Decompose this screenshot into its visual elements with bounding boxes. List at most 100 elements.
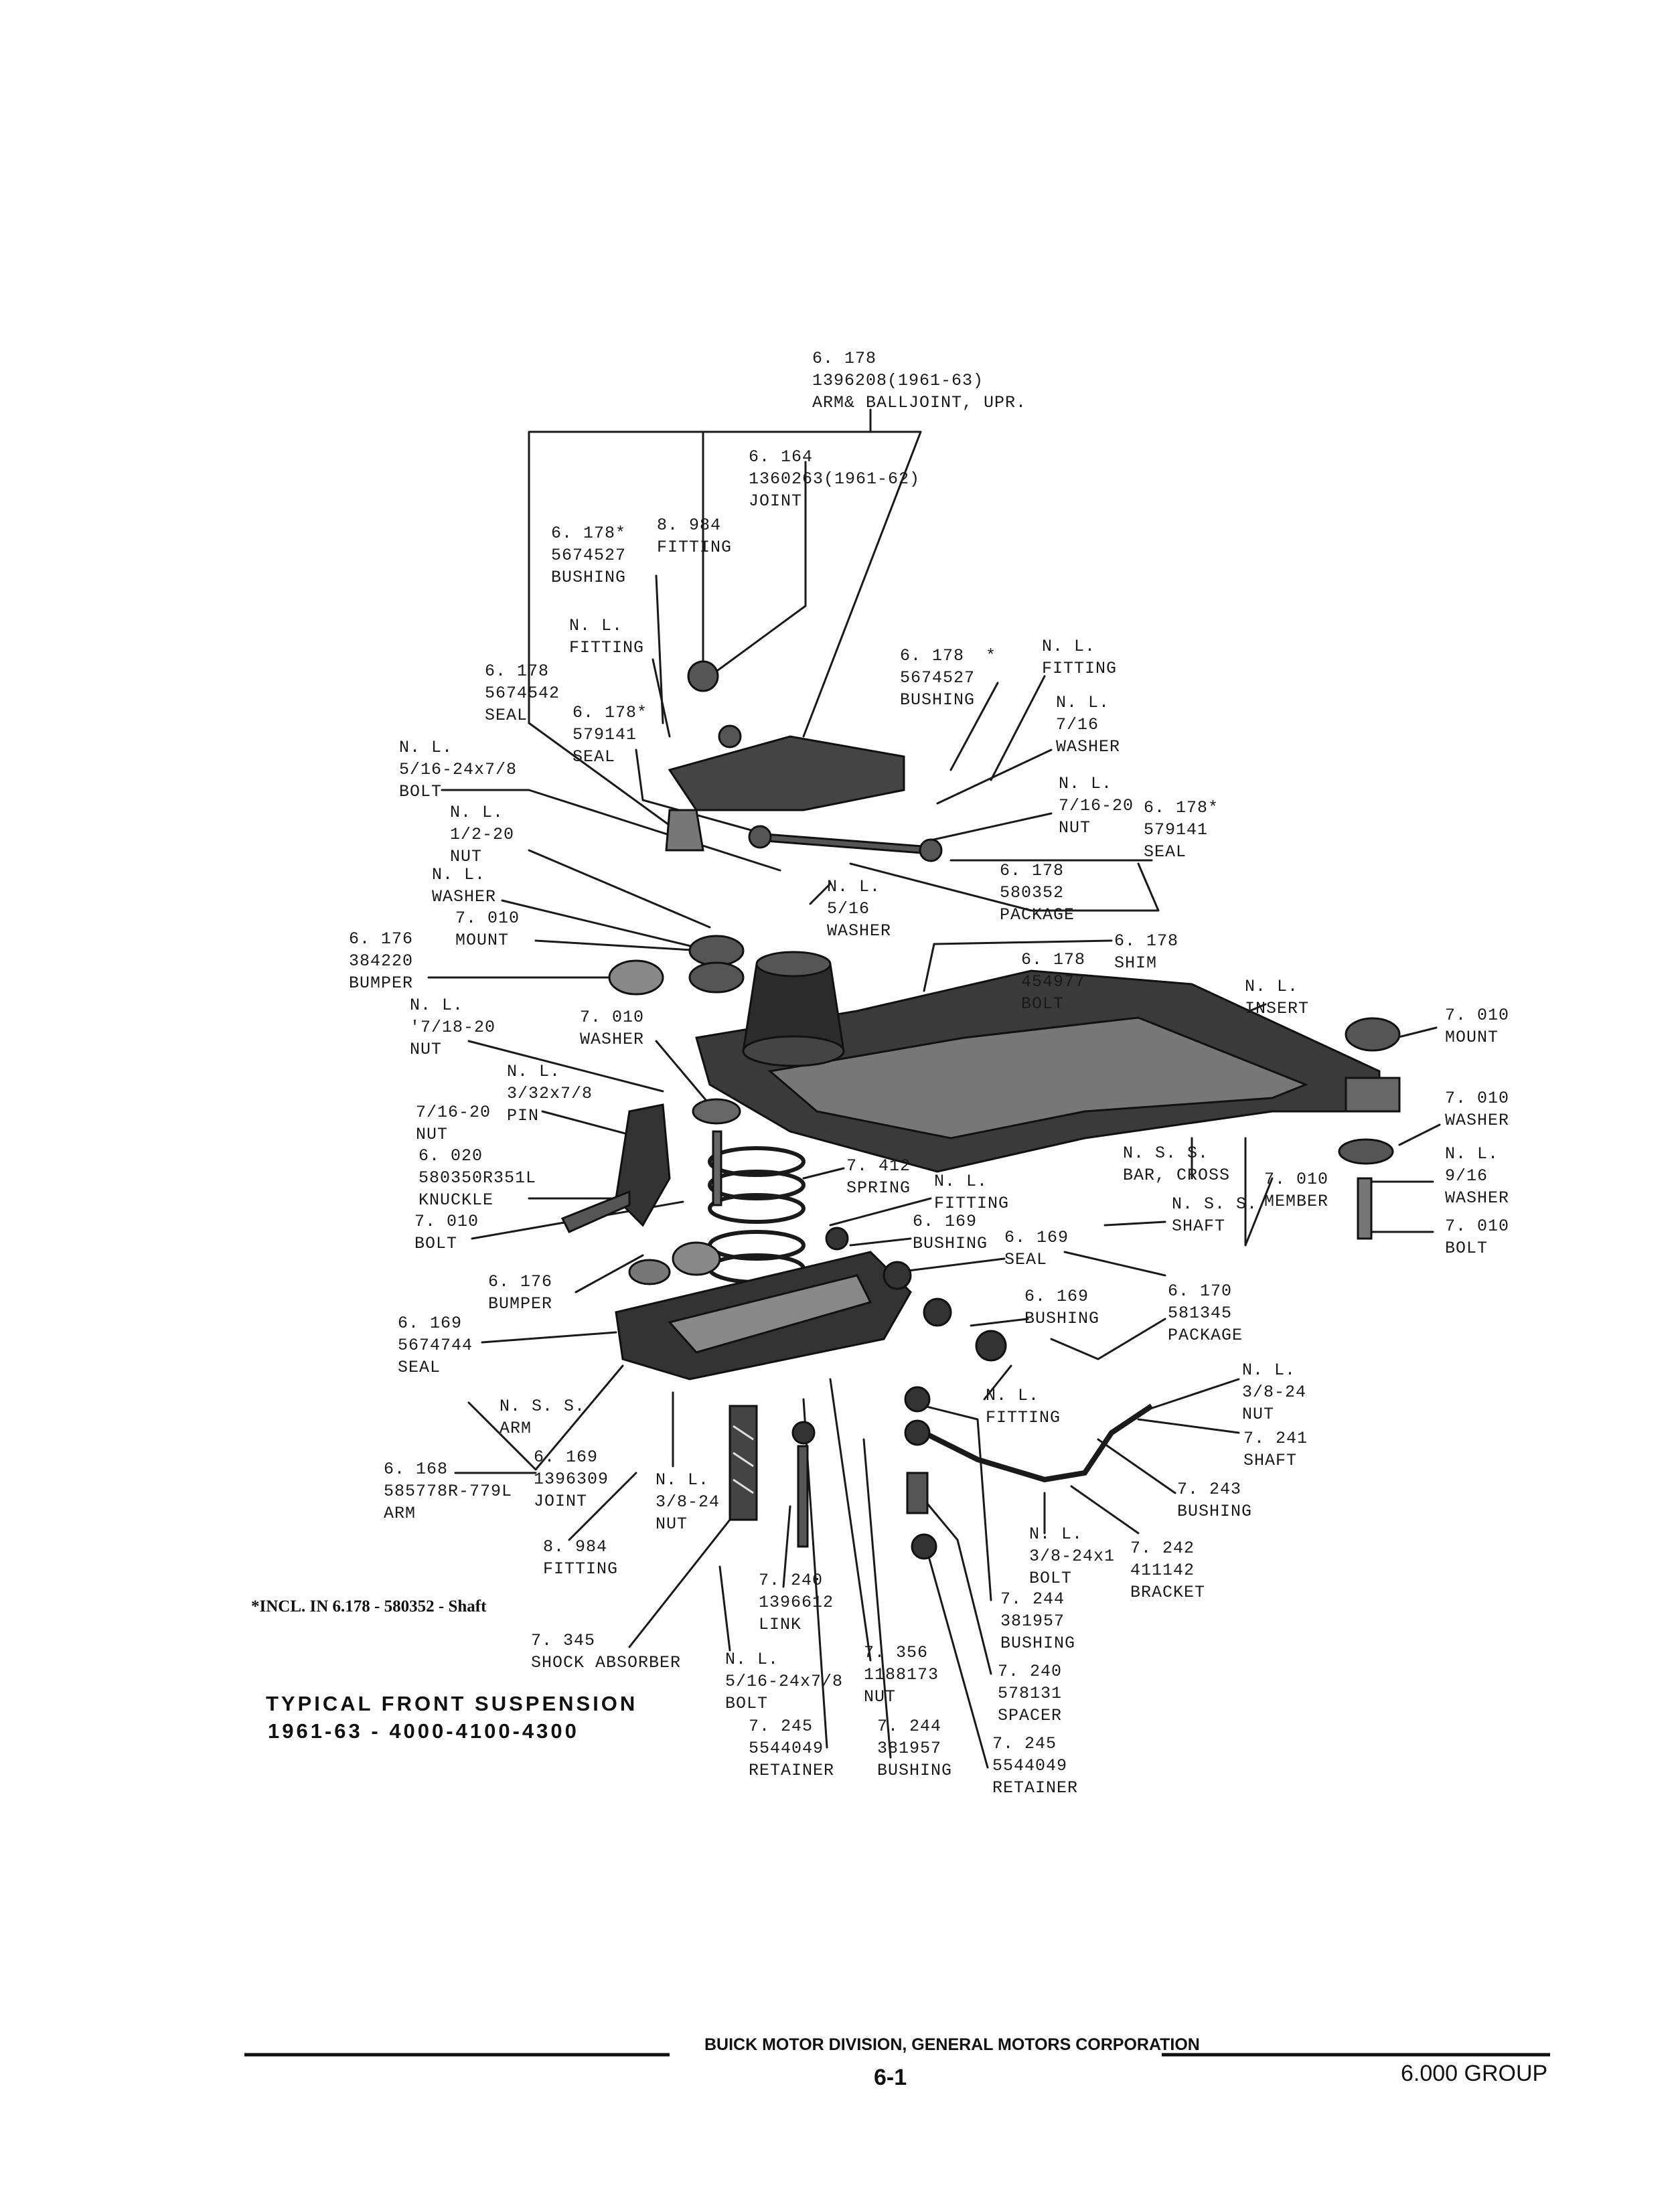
leader-bracket (1070, 1485, 1140, 1535)
leader-nl-fitting (652, 658, 671, 738)
callout-nl-nut-716-left: N. L. '7/18-20 NUT (410, 996, 496, 1059)
leader-washer-716 (936, 749, 1053, 805)
callout-bushing-7243: 7. 243 BUSHING (1177, 1480, 1253, 1521)
callout-upper-joint: 6. 164 1360263(1961-62) JOINT (749, 447, 921, 511)
leader-fitting-lwr (568, 1472, 637, 1541)
leader-nut-38-r (1137, 1378, 1240, 1414)
callout-bar-cross: N. S. S. BAR, CROSS (1123, 1144, 1231, 1185)
callout-shim: 6. 178 SHIM (1114, 931, 1179, 973)
leader-fitting-mid (829, 1197, 932, 1227)
callout-lower-fitting: 8. 984 FITTING (543, 1537, 619, 1579)
footnote: *INCL. IN 6.178 - 580352 - Shaft (251, 1597, 487, 1616)
callout-spacer: 7. 240 578131 SPACER (998, 1662, 1063, 1725)
leader-spacer (923, 1498, 992, 1675)
leader-bushing-7243 (1097, 1438, 1176, 1494)
callout-washer-7010-left: 7. 010 WASHER (580, 1008, 645, 1049)
leader-upper-arm (528, 408, 922, 738)
leader-upper-joint (708, 461, 807, 678)
leader-washer-r (1398, 1123, 1441, 1146)
leader-package-581345 (1050, 1251, 1166, 1360)
leader-shaft-7241 (1137, 1418, 1240, 1434)
leader-bumper-6176 (575, 1254, 644, 1293)
callout-seal-579141-right: 6. 178* 579141 SEAL (1144, 798, 1219, 862)
callout-bushing-6169-b: 6. 169 BUSHING (1024, 1287, 1100, 1328)
callout-member: 7. 010 MEMBER (1264, 1170, 1329, 1211)
callout-lower-arm: 6. 168 585778R-779L ARM (384, 1460, 513, 1523)
leader-nut-716-r (929, 812, 1053, 842)
leader-spring (802, 1167, 845, 1180)
callout-nl-nut-716-right: N. L. 7/16-20 NUT (1059, 774, 1134, 838)
leader-bushing-right (949, 682, 999, 771)
leader-seal-5674542 (528, 722, 678, 832)
coil-spring (708, 1146, 806, 1284)
right-mount-stack (1338, 1017, 1401, 1240)
callout-bushing-381957-right: 7. 244 381957 BUSHING (1000, 1589, 1076, 1653)
callout-seal-5674542: 6. 178 5674542 SEAL (485, 661, 560, 725)
callout-nl-fitting-mid: N. L. FITTING (934, 1172, 1010, 1213)
callout-nl-nut-38: N. L. 3/8-24 NUT (656, 1470, 720, 1534)
callout-bushing-right-top: 6. 178 * 5674527 BUSHING (900, 646, 997, 710)
callout-nss-arm: N. S. S. ARM (500, 1397, 586, 1438)
callout-knuckle: 6. 020 580350R351L KNUCKLE (418, 1146, 537, 1210)
callout-nl-bolt-lower: N. L. 5/16-24x7/8 BOLT (725, 1650, 844, 1713)
callout-washer-7010-right: 7. 010 WASHER (1445, 1089, 1510, 1130)
leader-bushing-6169b (970, 1318, 1029, 1327)
spring-tower (742, 951, 845, 1067)
callout-nut-716-knuckle: 7/16-20 NUT (416, 1103, 491, 1144)
leader-fitting-lwr-r (983, 1364, 1012, 1401)
callout-bolt-7010-right: 7. 010 BOLT (1445, 1216, 1510, 1258)
callout-package-581345: 6. 170 581345 PACKAGE (1168, 1281, 1243, 1345)
callout-upper-arm-balljoint: 6. 178 1396208(1961-63) ARM& BALLJOINT, … (812, 349, 1027, 412)
callout-lower-joint: 6. 169 1396309 JOINT (534, 1447, 609, 1511)
callout-retainer-left: 7. 245 5544049 RETAINER (749, 1717, 835, 1780)
leader-package (849, 862, 1160, 912)
group-label: 6.000 GROUP (1401, 2061, 1548, 2086)
leader-bolt-lwr (718, 1565, 731, 1652)
leader-shaft (1103, 1221, 1166, 1227)
callout-nl-insert: N. L. INSERT (1245, 977, 1310, 1018)
lower-control-arm (615, 1251, 912, 1381)
leader-bushing-6169a (849, 1237, 912, 1247)
leader-seal-579141 (635, 749, 765, 835)
diagram-subtitle: 1961-63 - 4000-4100-4300 (268, 1719, 579, 1743)
page-number: 6-1 (874, 2065, 907, 2090)
callout-mount-left: 7. 010 MOUNT (455, 909, 520, 950)
leader-shock (628, 1518, 731, 1648)
callout-seal-5674744: 6. 169 5674744 SEAL (398, 1314, 473, 1377)
callout-nl-fitting-upper: N. L. FITTING (569, 616, 645, 657)
leader-nss-arm (467, 1364, 624, 1471)
upper-arm-shaft (748, 825, 943, 862)
callout-nl-fitting-right: N. L. FITTING (1042, 637, 1118, 678)
leader-nut-12 (528, 849, 711, 929)
callout-bumper-6176: 6. 176 BUMPER (488, 1272, 553, 1314)
leader-seal-6169 (896, 1257, 1006, 1273)
callout-bushing-6169-a: 6. 169 BUSHING (913, 1212, 988, 1253)
leader-washer (501, 899, 711, 952)
left-small-parts (608, 809, 745, 1285)
callout-bumper-384220: 6. 176 384220 BUMPER (349, 929, 414, 993)
callout-link: 7. 240 1396612 LINK (759, 1571, 834, 1634)
leader-fitting-right (990, 675, 1046, 781)
callout-upper-bushing-left: 6. 178* 5674527 BUSHING (551, 524, 627, 587)
callout-nss-shaft: N. S. S. SHAFT (1172, 1194, 1258, 1236)
callout-upper-fitting: 8. 984 FITTING (657, 516, 733, 557)
leader-bushing-381957-r (923, 1405, 992, 1601)
callout-nl-washer-516: N. L. 5/16 WASHER (827, 877, 892, 941)
leader-seal-5674744 (481, 1331, 617, 1344)
callout-spring: 7. 412 SPRING (846, 1156, 911, 1198)
callout-seal-579141-left: 6. 178* 579141 SEAL (572, 703, 648, 767)
leader-mount (534, 939, 704, 952)
callout-nl-bolt-516: N. L. 5/16-24x7/8 BOLT (399, 738, 518, 801)
leader-link (782, 1505, 791, 1588)
callout-bolt-454977: 6. 178 454977 BOLT (1021, 950, 1086, 1014)
shock-absorber (729, 1405, 758, 1521)
callout-mount-right: 7. 010 MOUNT (1445, 1006, 1510, 1047)
callout-bolt-7010-left: 7. 010 BOLT (414, 1212, 479, 1253)
footer-division: BUICK MOTOR DIVISION, GENERAL MOTORS COR… (704, 2035, 1200, 2054)
leader-bushing-381957-l (862, 1438, 892, 1759)
callout-shock-absorber: 7. 345 SHOCK ABSORBER (531, 1631, 682, 1672)
callout-package-580352: 6. 178 580352 PACKAGE (1000, 861, 1075, 925)
callout-nl-washer-916: N. L. 9/16 WASHER (1445, 1144, 1510, 1208)
